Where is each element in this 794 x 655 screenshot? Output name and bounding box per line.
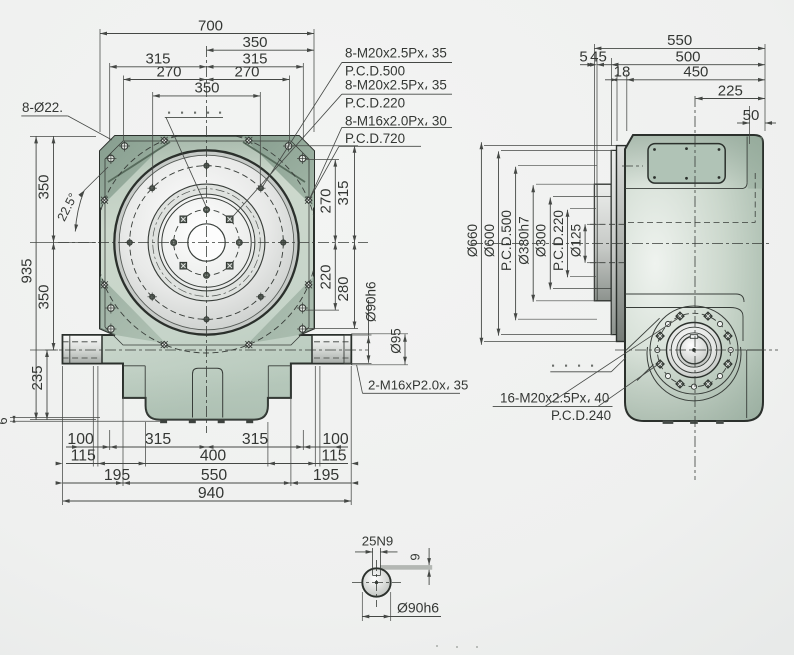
svg-text:450: 450 bbox=[683, 64, 708, 81]
svg-text:45: 45 bbox=[590, 49, 607, 66]
svg-text:Ø300: Ø300 bbox=[534, 223, 549, 257]
svg-text:Ø95: Ø95 bbox=[389, 328, 404, 354]
svg-text:Ø90h6: Ø90h6 bbox=[397, 600, 439, 616]
svg-text:280: 280 bbox=[335, 276, 352, 301]
svg-text:P.C.D.220: P.C.D.220 bbox=[551, 210, 566, 271]
svg-text:225: 225 bbox=[718, 82, 743, 99]
svg-text:350: 350 bbox=[36, 284, 53, 309]
svg-text:P.C.D.500: P.C.D.500 bbox=[345, 64, 405, 79]
svg-text:Ø660: Ø660 bbox=[465, 223, 480, 257]
svg-text:315: 315 bbox=[242, 431, 269, 448]
svg-text:350: 350 bbox=[242, 34, 267, 51]
svg-text:220: 220 bbox=[317, 264, 334, 289]
svg-text:115: 115 bbox=[71, 447, 96, 464]
svg-text:8-Ø22.: 8-Ø22. bbox=[22, 100, 63, 115]
svg-text:Ø600: Ø600 bbox=[482, 223, 497, 257]
svg-text:270: 270 bbox=[317, 188, 334, 213]
svg-text:8-M16x2.0Px، 30: 8-M16x2.0Px، 30 bbox=[345, 114, 447, 129]
svg-text:315: 315 bbox=[145, 431, 172, 448]
svg-text:195: 195 bbox=[313, 467, 340, 484]
svg-text:Ø380h7: Ø380h7 bbox=[517, 216, 532, 264]
svg-text:940: 940 bbox=[198, 485, 225, 502]
svg-text:700: 700 bbox=[198, 17, 223, 34]
svg-text:115: 115 bbox=[321, 447, 346, 464]
svg-text:935: 935 bbox=[19, 258, 36, 283]
svg-text:2-M16xP2.0x، 35: 2-M16xP2.0x، 35 bbox=[368, 378, 468, 393]
svg-text:235: 235 bbox=[29, 365, 46, 390]
svg-text:315: 315 bbox=[145, 51, 170, 68]
svg-text:P.C.D.240: P.C.D.240 bbox=[551, 408, 611, 423]
svg-text:Ø90h6: Ø90h6 bbox=[364, 281, 379, 322]
svg-text:5: 5 bbox=[579, 49, 587, 66]
svg-text:P.C.D.720: P.C.D.720 bbox=[345, 131, 405, 146]
svg-text:8-M20x2.5Px، 35: 8-M20x2.5Px، 35 bbox=[345, 78, 447, 93]
svg-text:9: 9 bbox=[408, 553, 423, 560]
svg-text:350: 350 bbox=[36, 174, 53, 199]
svg-text:50: 50 bbox=[743, 107, 760, 124]
svg-text:550: 550 bbox=[667, 32, 692, 49]
svg-text:8-M20x2.5Px، 35: 8-M20x2.5Px، 35 bbox=[345, 46, 447, 61]
svg-text:100: 100 bbox=[67, 431, 94, 448]
svg-text:25N9: 25N9 bbox=[362, 534, 394, 549]
svg-text:270: 270 bbox=[234, 63, 259, 80]
svg-text:550: 550 bbox=[201, 467, 228, 484]
svg-text:100: 100 bbox=[322, 431, 349, 448]
svg-text:315: 315 bbox=[242, 51, 267, 68]
svg-text:18: 18 bbox=[614, 64, 631, 81]
svg-text:500: 500 bbox=[675, 49, 700, 66]
svg-text:16-M20x2.5Px، 40: 16-M20x2.5Px، 40 bbox=[500, 391, 609, 406]
svg-text:315: 315 bbox=[335, 180, 352, 205]
svg-text:270: 270 bbox=[156, 63, 181, 80]
svg-text:6: 6 bbox=[0, 417, 10, 424]
svg-text:Ø125: Ø125 bbox=[569, 224, 584, 257]
svg-text:400: 400 bbox=[200, 447, 227, 464]
svg-text:350: 350 bbox=[194, 80, 219, 97]
svg-text:195: 195 bbox=[104, 467, 131, 484]
svg-text:P.C.D.500: P.C.D.500 bbox=[499, 210, 514, 271]
svg-text:P.C.D.220: P.C.D.220 bbox=[345, 96, 405, 111]
